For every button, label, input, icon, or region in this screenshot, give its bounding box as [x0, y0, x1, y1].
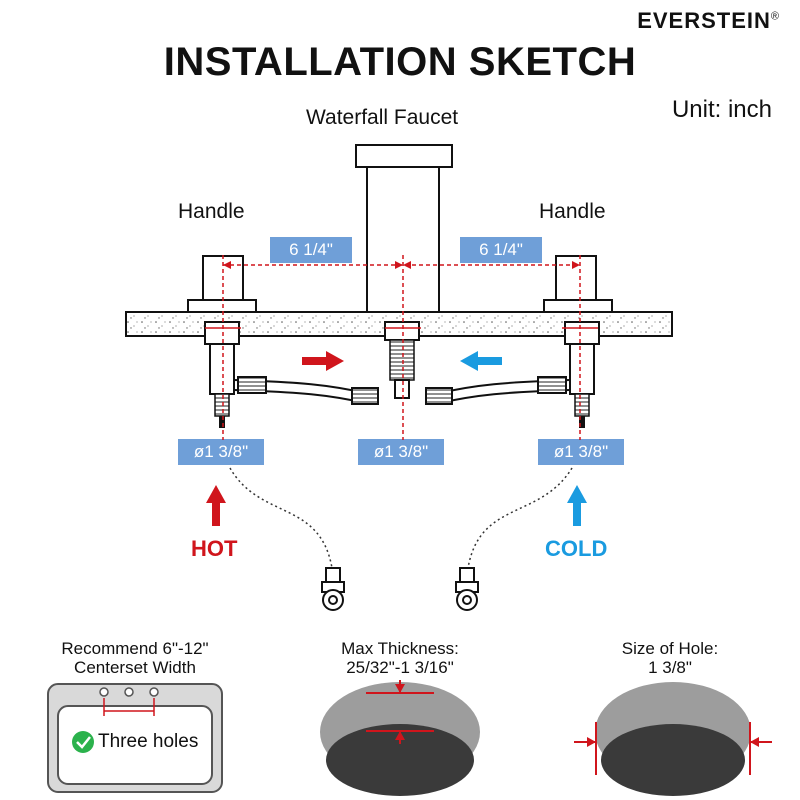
brand-logo: EVERSTEIN® — [637, 8, 780, 34]
hot-arrow-icon — [206, 485, 226, 526]
hole-size-illustration — [574, 682, 772, 796]
handle-left-label: Handle — [178, 200, 245, 223]
valve-icon — [321, 567, 345, 611]
left-valve-body — [204, 321, 240, 428]
thickness-note: Max Thickness: 25/32"-1 3/16" — [300, 639, 500, 677]
cold-flow-arrow-icon — [460, 351, 502, 371]
hole-size-line1: Size of Hole: — [621, 639, 719, 658]
unit-label: Unit: inch — [671, 96, 772, 123]
hole-left-tag: ø1 3/8" — [178, 439, 264, 465]
valve-icon — [455, 567, 479, 611]
supply-hoses — [233, 376, 571, 405]
dimension-lines — [205, 255, 598, 440]
cold-label: COLD — [545, 536, 608, 561]
right-valve-body — [564, 321, 600, 428]
hot-flow-arrow-icon — [302, 351, 344, 371]
three-holes-label: Three holes — [98, 731, 199, 752]
hole-size-note: Size of Hole: 1 3/8" — [570, 639, 770, 677]
page-title: INSTALLATION SKETCH — [163, 40, 637, 84]
check-icon — [72, 731, 94, 753]
hot-label: HOT — [191, 536, 238, 561]
centerset-line2: Centerset Width — [74, 658, 196, 677]
center-shank — [384, 321, 420, 399]
centerset-note: Recommend 6"-12" Centerset Width — [30, 639, 240, 677]
sink-illustration — [47, 683, 223, 793]
hole-right-tag: ø1 3/8" — [538, 439, 624, 465]
centerset-line1: Recommend 6"-12" — [61, 639, 209, 658]
supply-dotted-lines — [229, 467, 573, 569]
brand-mark: ® — [770, 10, 780, 23]
handle-right-label: Handle — [539, 200, 606, 223]
dimension-arrowheads — [223, 261, 580, 269]
brand-name: EVERSTEIN — [637, 8, 771, 33]
spout — [355, 144, 453, 313]
left-spacing-tag: 6 1/4" — [270, 237, 352, 263]
thickness-line1: Max Thickness: — [341, 639, 459, 658]
right-spacing-tag: 6 1/4" — [460, 237, 542, 263]
hole-center-tag: ø1 3/8" — [358, 439, 444, 465]
cold-arrow-icon — [567, 485, 587, 526]
thickness-line2: 25/32"-1 3/16" — [346, 658, 454, 677]
spout-label: Waterfall Faucet — [306, 106, 459, 129]
thickness-illustration — [320, 680, 480, 796]
hole-size-line2: 1 3/8" — [648, 658, 692, 677]
